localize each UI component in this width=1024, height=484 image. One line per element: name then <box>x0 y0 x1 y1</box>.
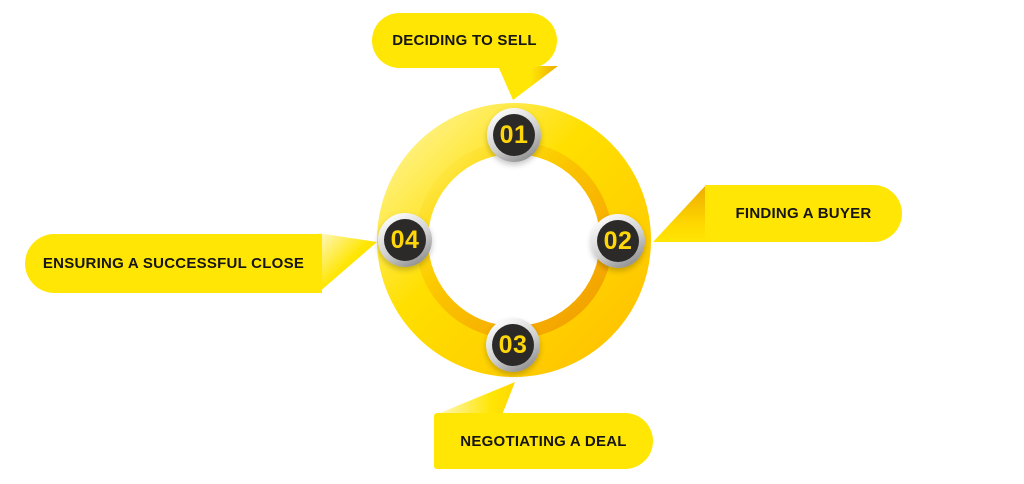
step-1-number: 01 <box>493 114 535 156</box>
step-3-badge: 03 <box>486 318 540 372</box>
step-2-number: 02 <box>597 220 639 262</box>
step-3-number: 03 <box>492 324 534 366</box>
step-2-badge: 02 <box>591 214 645 268</box>
step-1-label: DECIDING TO SELL <box>392 32 537 49</box>
ring-center <box>428 154 600 326</box>
step-4-badge: 04 <box>378 213 432 267</box>
step-1-bubble: DECIDING TO SELL <box>372 13 557 68</box>
step-2-label: FINDING A BUYER <box>735 205 872 222</box>
bubble-tail-left <box>318 233 377 293</box>
step-4-bubble: ENSURING A SUCCESSFUL CLOSE <box>25 234 322 293</box>
bubble-tail-top <box>498 66 558 100</box>
step-3-bubble: NEGOTIATING A DEAL <box>434 413 653 469</box>
step-1-badge: 01 <box>487 108 541 162</box>
bubble-tail-bottom <box>435 382 515 415</box>
bubble-tail-right <box>653 185 706 242</box>
step-4-number: 04 <box>384 219 426 261</box>
step-4-label: ENSURING A SUCCESSFUL CLOSE <box>42 255 305 272</box>
step-3-label: NEGOTIATING A DEAL <box>460 432 627 450</box>
step-2-bubble: FINDING A BUYER <box>705 185 902 242</box>
